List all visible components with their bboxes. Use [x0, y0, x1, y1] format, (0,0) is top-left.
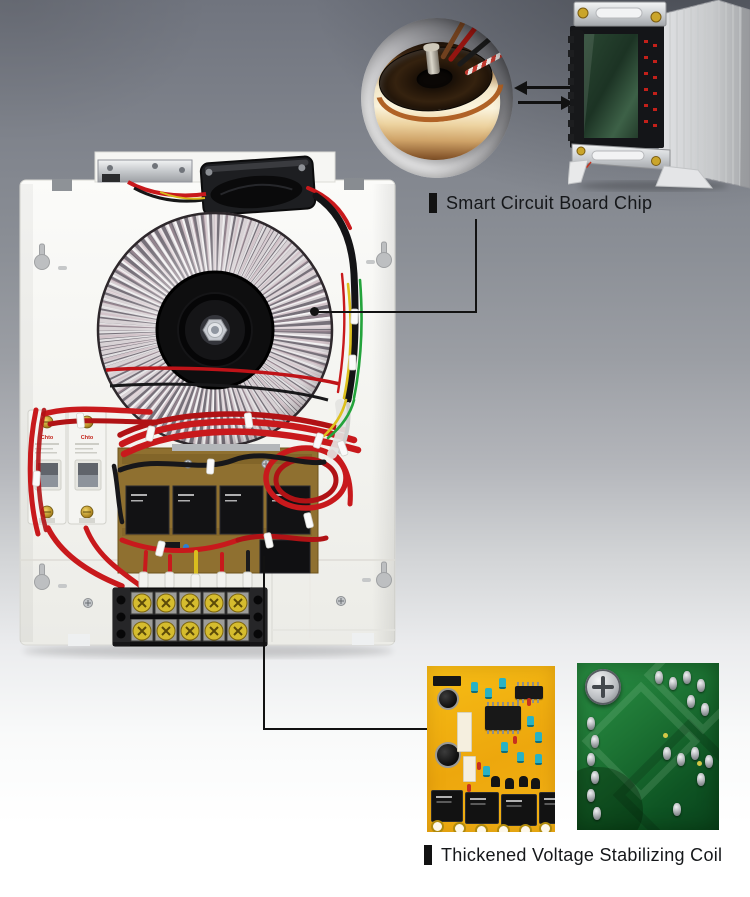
label-chip-text: Smart Circuit Board Chip: [446, 193, 653, 213]
relay: [501, 794, 537, 826]
screw: [585, 669, 621, 705]
smd-component: [433, 676, 461, 686]
mounting-bracket: [97, 159, 193, 183]
cooling-fan: [199, 155, 317, 217]
panel-screws: [83, 596, 346, 608]
unit-shadow: [23, 644, 393, 658]
breaker-brand-text: Chto: [41, 435, 54, 441]
solder-pin: [687, 695, 695, 708]
solder-pin: [691, 747, 699, 760]
solder-pin: [705, 755, 713, 768]
solder-pin: [587, 789, 595, 802]
capacitor: [435, 742, 461, 768]
transformer-photo: [568, 0, 750, 191]
callout-line-coil-v: [263, 556, 265, 730]
top-mounting-bracket: [573, 1, 667, 27]
relay: [539, 792, 555, 824]
solder-pin: [701, 703, 709, 716]
pcb-green-photo: [577, 663, 719, 830]
label-coil-text: Thickened Voltage Stabilizing Coil: [441, 845, 723, 865]
relay: [431, 790, 463, 822]
pcb-yellow-photo: [427, 666, 555, 832]
solder-pin: [593, 807, 601, 820]
relay: [465, 792, 499, 824]
white-component: [457, 712, 472, 752]
coil-wire-black: [456, 34, 495, 68]
aluminum-heatsink-side: [657, 0, 750, 189]
coil-wire-striped: [464, 49, 507, 77]
solder-pin: [697, 679, 705, 692]
solder-pin: [591, 735, 599, 748]
solder-pin: [697, 773, 705, 786]
label-coil-callout: Thickened Voltage Stabilizing Coil: [424, 844, 722, 866]
solder-pin: [683, 671, 691, 684]
solder-pin: [591, 771, 599, 784]
main-photo-stabilizer-internals: Chto Chto: [19, 151, 396, 658]
ic-chip: [485, 702, 521, 734]
arrow-left-icon: [514, 81, 572, 95]
capacitor: [437, 688, 459, 710]
solder-pin: [677, 753, 685, 766]
white-component: [463, 756, 476, 782]
toroidal-transformer: [96, 211, 341, 449]
copper-winding-band: [372, 47, 506, 128]
label-bullet: [424, 845, 432, 865]
label-chip-callout: Smart Circuit Board Chip: [429, 192, 652, 214]
solder-pin: [587, 717, 595, 730]
solder-pin: [669, 677, 677, 690]
brass-terminal-screws: [132, 593, 248, 641]
callout-line-chip-v: [475, 219, 477, 313]
callout-line-coil-h: [263, 728, 429, 730]
terminal-block: [112, 587, 268, 647]
arrow-right-icon: [518, 96, 574, 110]
solder-pin: [663, 747, 671, 760]
callout-line-chip-h: [315, 311, 476, 313]
circuit-breaker-2: Chto: [67, 409, 107, 525]
breaker-brand-text: Chto: [81, 435, 94, 441]
solder-pin: [655, 671, 663, 684]
center-stud: [425, 45, 441, 75]
label-bullet: [429, 193, 437, 213]
toroidal-coil: [368, 35, 506, 167]
coil-wire-brown: [439, 18, 468, 61]
coil-top-disc: [375, 41, 496, 117]
coil-bobbin-front: [568, 22, 664, 148]
solder-pin: [673, 803, 681, 816]
pin-markers: [644, 40, 657, 127]
keyhole-slots: [34, 241, 392, 590]
callout-dot-chip: [310, 307, 319, 316]
relays: [125, 485, 311, 535]
fan-wires: [127, 180, 207, 203]
solder-pin: [587, 753, 595, 766]
inset-coil-photo: [361, 18, 513, 178]
bottom-mounting-bracket: [568, 143, 714, 189]
coil-wire-red: [447, 23, 480, 63]
wiring-harness: [27, 186, 363, 594]
